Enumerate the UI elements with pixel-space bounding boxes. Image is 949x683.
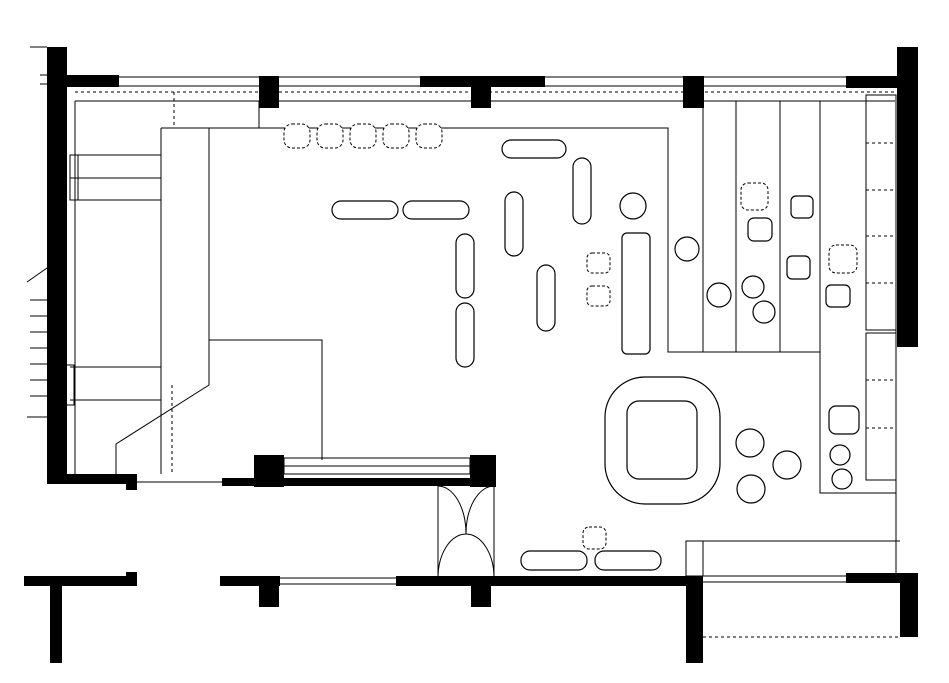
bench: [402, 200, 470, 220]
wall-top-segment: [47, 75, 119, 87]
stool: [316, 123, 344, 149]
bench: [594, 550, 662, 571]
wall-bottom: [220, 576, 280, 586]
bench: [455, 302, 475, 368]
stool: [586, 285, 611, 307]
round-stool: [752, 300, 776, 324]
stool: [415, 123, 443, 149]
stool: [828, 244, 858, 274]
bench: [504, 191, 524, 257]
wall-bottom-right: [846, 573, 918, 583]
walls: [24, 47, 918, 663]
column: [471, 576, 491, 607]
column: [471, 80, 491, 108]
bench: [501, 139, 567, 159]
stool: [828, 405, 860, 435]
bench: [572, 157, 592, 225]
bench: [331, 200, 399, 220]
stool: [582, 526, 607, 550]
column: [259, 576, 279, 607]
wall-lower-right: [686, 576, 703, 663]
wall-left: [47, 47, 67, 484]
round-stool: [736, 474, 766, 504]
double-door: [437, 485, 495, 579]
stool: [825, 284, 851, 308]
stool: [283, 123, 311, 149]
wall-right: [897, 47, 918, 347]
stool: [586, 252, 611, 274]
island-inner: [626, 400, 698, 480]
wall-bottom: [396, 576, 701, 586]
round-stool: [829, 444, 851, 466]
bench: [520, 550, 588, 571]
wall-bottom-left: [47, 474, 137, 484]
stool: [382, 123, 410, 149]
windows: [30, 46, 900, 638]
stool: [740, 182, 769, 211]
bench: [455, 233, 475, 299]
wall-stub: [126, 572, 137, 586]
interior-lines: [26, 91, 900, 577]
stool: [747, 217, 773, 242]
round-stool: [831, 468, 853, 490]
round-stool: [674, 236, 700, 262]
wall-stub: [126, 474, 137, 490]
wall-lower-left: [50, 576, 62, 663]
round-stool: [741, 275, 765, 299]
stool: [786, 255, 811, 280]
round-stool: [772, 450, 802, 480]
round-stool: [619, 192, 647, 220]
column: [470, 455, 496, 487]
round-stool: [735, 428, 765, 458]
table: [621, 232, 651, 355]
round-stool: [706, 282, 732, 308]
wall-right-lower: [900, 575, 918, 637]
stool: [349, 123, 377, 149]
stool: [790, 195, 814, 219]
furniture: [283, 123, 860, 571]
partition-window: [261, 457, 471, 483]
bench: [536, 264, 556, 332]
partition-wall: [222, 478, 494, 486]
wall-bottom: [24, 576, 136, 586]
